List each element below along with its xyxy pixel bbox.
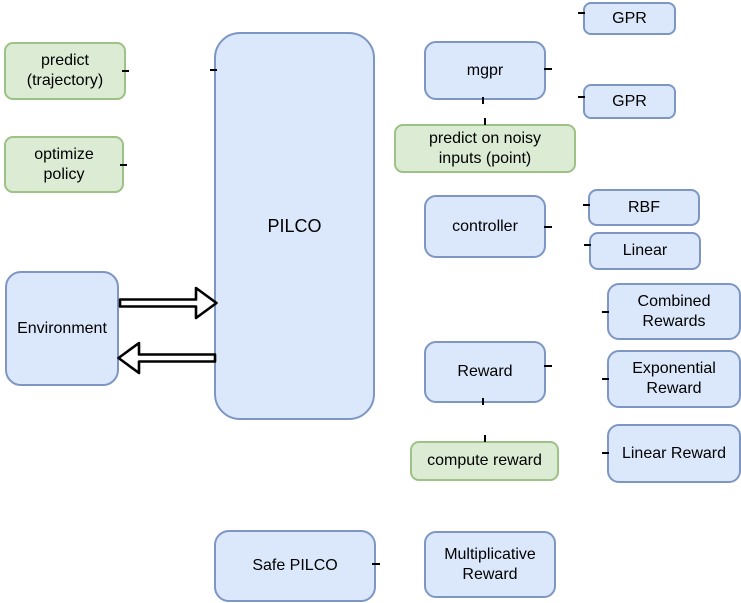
node-exponential-reward: Exponential Reward (607, 350, 741, 408)
connector-stub (602, 378, 609, 380)
node-combined-rewards: Combined Rewards (607, 283, 741, 340)
connector-stub (602, 452, 609, 454)
node-gpr-1: GPR (583, 2, 676, 35)
node-linear: Linear (589, 232, 701, 270)
node-gpr-2: GPR (583, 84, 676, 119)
node-label: Linear (622, 242, 668, 259)
node-label: mgpr (466, 61, 504, 79)
node-pilco: PILCO (214, 32, 375, 420)
connector-stub (484, 118, 486, 125)
node-linear-reward: Linear Reward (607, 424, 741, 483)
node-label: GPR (612, 9, 647, 27)
node-label: predict on noisy inputs (point) (428, 129, 542, 167)
node-controller: controller (424, 195, 546, 258)
node-label: PILCO (267, 215, 322, 236)
connector-stub (210, 69, 217, 71)
connector-stub (584, 244, 591, 246)
connector-stub (484, 435, 486, 442)
node-label: Exponential Reward (632, 360, 716, 397)
connector-stub (122, 70, 129, 72)
node-label: optimize policy (34, 145, 94, 183)
connector-stub (578, 96, 585, 98)
node-safe-pilco: Safe PILCO (214, 530, 376, 602)
node-label: Multiplicative Reward (444, 545, 536, 583)
node-predict-on-noisy-inputs: predict on noisy inputs (point) (394, 124, 576, 173)
node-compute-reward: compute reward (410, 441, 559, 481)
node-label: Environment (17, 319, 107, 337)
node-predict-trajectory: predict (trajectory) (4, 42, 126, 100)
node-label: compute reward (427, 452, 542, 469)
connector-stub (578, 12, 585, 14)
node-label: Linear Reward (621, 444, 727, 462)
node-label: predict (trajectory) (26, 52, 104, 89)
node-label: Combined Rewards (637, 292, 711, 330)
connector-stub (372, 563, 380, 565)
connector-stub (544, 68, 552, 70)
connector-stub (544, 226, 552, 228)
node-label: GPR (612, 92, 647, 110)
connector-stub (583, 204, 590, 206)
node-mgpr: mgpr (424, 41, 546, 100)
connector-stub (482, 398, 484, 405)
node-rbf: RBF (588, 189, 700, 226)
node-optimize-policy: optimize policy (4, 136, 124, 193)
node-label: controller (452, 217, 518, 235)
environment-pilco-arrows (117, 286, 218, 375)
connector-stub (544, 365, 552, 367)
node-multiplicative-reward: Multiplicative Reward (424, 531, 556, 598)
connector-stub (602, 311, 609, 313)
arrow-pilco-to-env (117, 341, 217, 375)
node-label: Reward (457, 363, 513, 380)
node-label: RBF (628, 198, 660, 216)
node-label: Safe PILCO (252, 557, 338, 574)
connector-stub (120, 164, 127, 166)
connector-stub (482, 97, 484, 104)
node-reward: Reward (424, 341, 546, 403)
arrow-env-to-pilco (118, 286, 218, 320)
node-environment: Environment (5, 271, 119, 386)
